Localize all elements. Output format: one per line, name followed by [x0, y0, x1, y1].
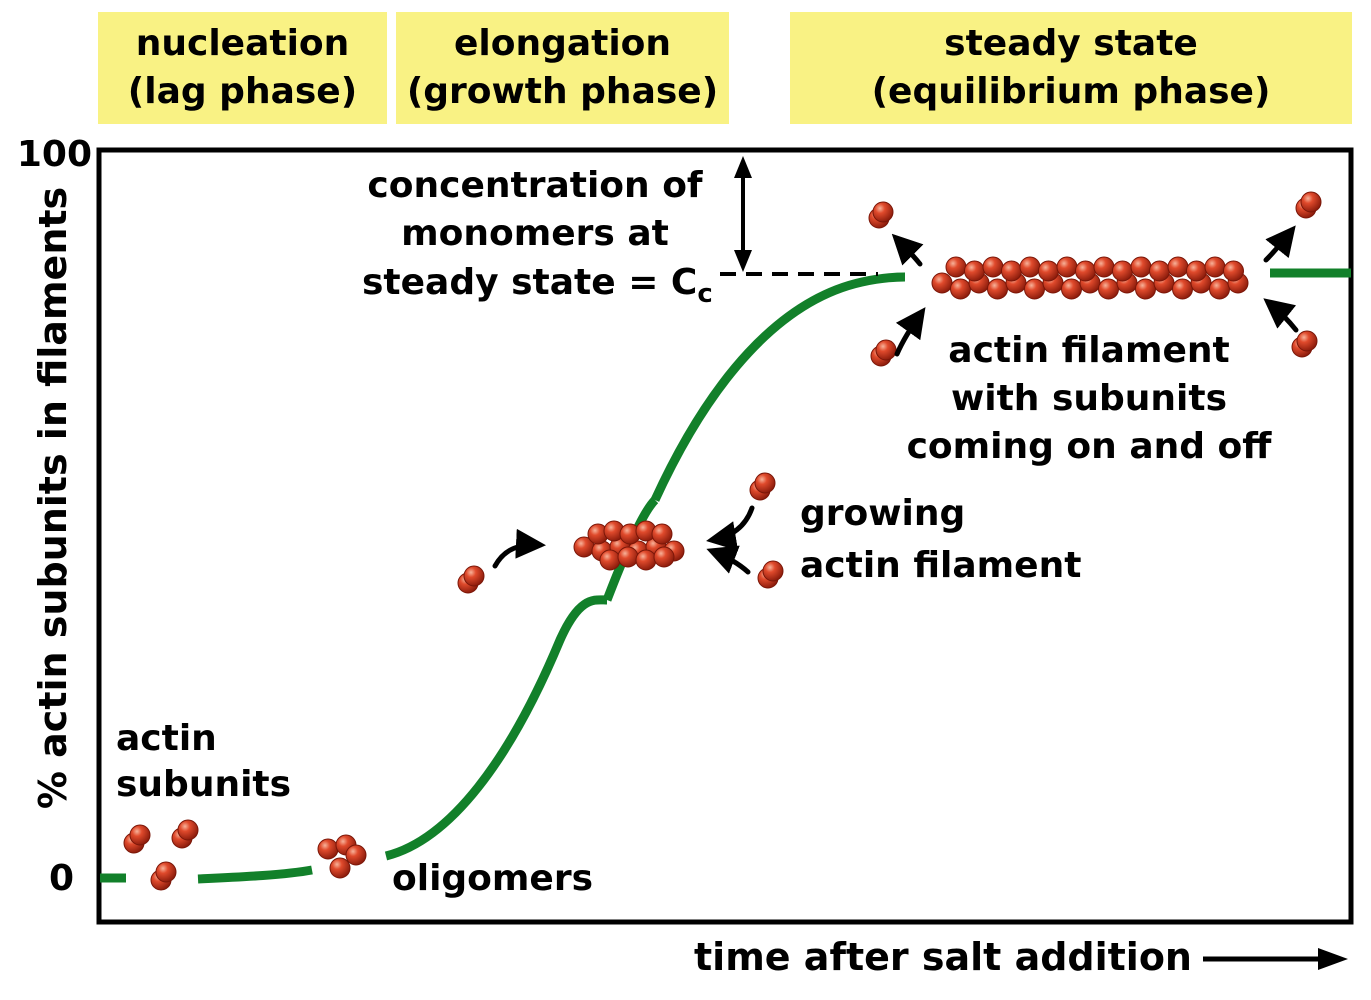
cc-main-text: steady state = C [362, 262, 697, 303]
label-actin-subunits-1: actin [116, 718, 217, 759]
actin-subunit-icon [463, 565, 485, 587]
actin-subunit-icon [945, 256, 967, 278]
arrow-icon [1263, 225, 1296, 263]
phase-subtitle: (growth phase) [406, 71, 719, 112]
actin-subunit-icon [1223, 260, 1244, 282]
arrow-icon [894, 307, 926, 357]
flow-arrows [492, 225, 1299, 575]
phase-box-elongation: elongation (growth phase) [396, 12, 729, 124]
actin-subunit-icon [987, 278, 1008, 300]
label-oligomers: oligomers [392, 858, 593, 899]
actin-subunit-icon [1300, 191, 1322, 213]
phase-subtitle: (lag phase) [127, 71, 358, 112]
x-axis-arrow-icon [1203, 948, 1348, 970]
actin-subunit-icon [1093, 256, 1115, 278]
actin-subunit-icon [931, 272, 953, 294]
actin-subunit-icon [964, 260, 985, 282]
x-axis-label: time after salt addition [694, 935, 1192, 979]
cc-double-arrow-icon [734, 156, 752, 272]
actin-subunit-icon [1098, 278, 1119, 300]
actin-subunit-icon [1019, 256, 1041, 278]
actin-subunit-icon [155, 861, 177, 883]
phase-title: nucleation [135, 23, 350, 64]
arrow-icon [492, 528, 546, 569]
label-concentration-2: monomers at [401, 213, 669, 254]
label-concentration-3: steady state = Cc [362, 262, 713, 309]
polymerization-curve [100, 268, 1351, 884]
actin-subunit-icon [653, 546, 675, 568]
actin-subunit-icon [651, 523, 673, 545]
label-filament-3: coming on and off [907, 426, 1273, 467]
actin-subunit-icon [1204, 256, 1226, 278]
arrow-icon [1263, 298, 1299, 333]
cc-subscript: c [697, 279, 712, 309]
actin-subunit-icon [329, 857, 351, 879]
actin-subunit-icon [345, 844, 367, 866]
phase-subtitle: (equilibrium phase) [871, 71, 1271, 112]
actin-subunit-icon [1209, 278, 1230, 300]
actin-subunit-icon [1172, 278, 1193, 300]
arrow-icon [706, 505, 755, 551]
actin-subunit-icon [1296, 330, 1318, 352]
phase-title: elongation [453, 23, 672, 64]
actin-subunit-icon [617, 546, 639, 568]
actin-subunit-icon [1167, 256, 1189, 278]
actin-subunit-icon [1075, 260, 1096, 282]
y-axis-label: % actin subunits in filaments [31, 187, 75, 809]
actin-subunit-icon [635, 549, 657, 571]
actin-subunit-icon [599, 549, 621, 571]
y-tick-0: 0 [49, 858, 74, 899]
label-actin-subunits-2: subunits [116, 764, 291, 805]
actin-subunit-icon [1130, 256, 1152, 278]
actin-subunit-icon [1112, 260, 1133, 282]
actin-subunit-icon [177, 819, 199, 841]
actin-subunit-icon [754, 472, 776, 494]
actin-subunit-icon [317, 838, 339, 860]
actin-subunit-icon [1149, 260, 1170, 282]
y-tick-100: 100 [17, 134, 92, 175]
arrow-icon [891, 233, 924, 267]
actin-subunit-icon [1061, 278, 1082, 300]
actin-subunit-icon [982, 256, 1004, 278]
actin-subunits-group [123, 191, 1322, 891]
plot-frame [96, 147, 1354, 925]
phase-box-nucleation: nucleation (lag phase) [98, 12, 387, 124]
actin-subunit-icon [872, 201, 894, 223]
phase-box-steady-state: steady state (equilibrium phase) [790, 12, 1352, 124]
actin-subunit-icon [1001, 260, 1022, 282]
actin-subunit-icon [950, 278, 971, 300]
actin-subunit-icon [1024, 278, 1045, 300]
actin-subunit-icon [1056, 256, 1078, 278]
label-growing-2: actin filament [800, 545, 1081, 586]
arrow-icon [706, 545, 751, 575]
actin-subunit-icon [129, 824, 151, 846]
actin-subunit-icon [875, 339, 897, 361]
label-growing-1: growing [800, 493, 965, 534]
phase-title: steady state [944, 23, 1198, 64]
label-concentration-1: concentration of [367, 165, 703, 206]
label-filament-1: actin filament [948, 330, 1229, 371]
label-filament-2: with subunits [951, 378, 1227, 419]
actin-subunit-icon [1135, 278, 1156, 300]
actin-subunit-icon [1186, 260, 1207, 282]
actin-subunit-icon [1038, 260, 1059, 282]
actin-subunit-icon [762, 560, 784, 582]
